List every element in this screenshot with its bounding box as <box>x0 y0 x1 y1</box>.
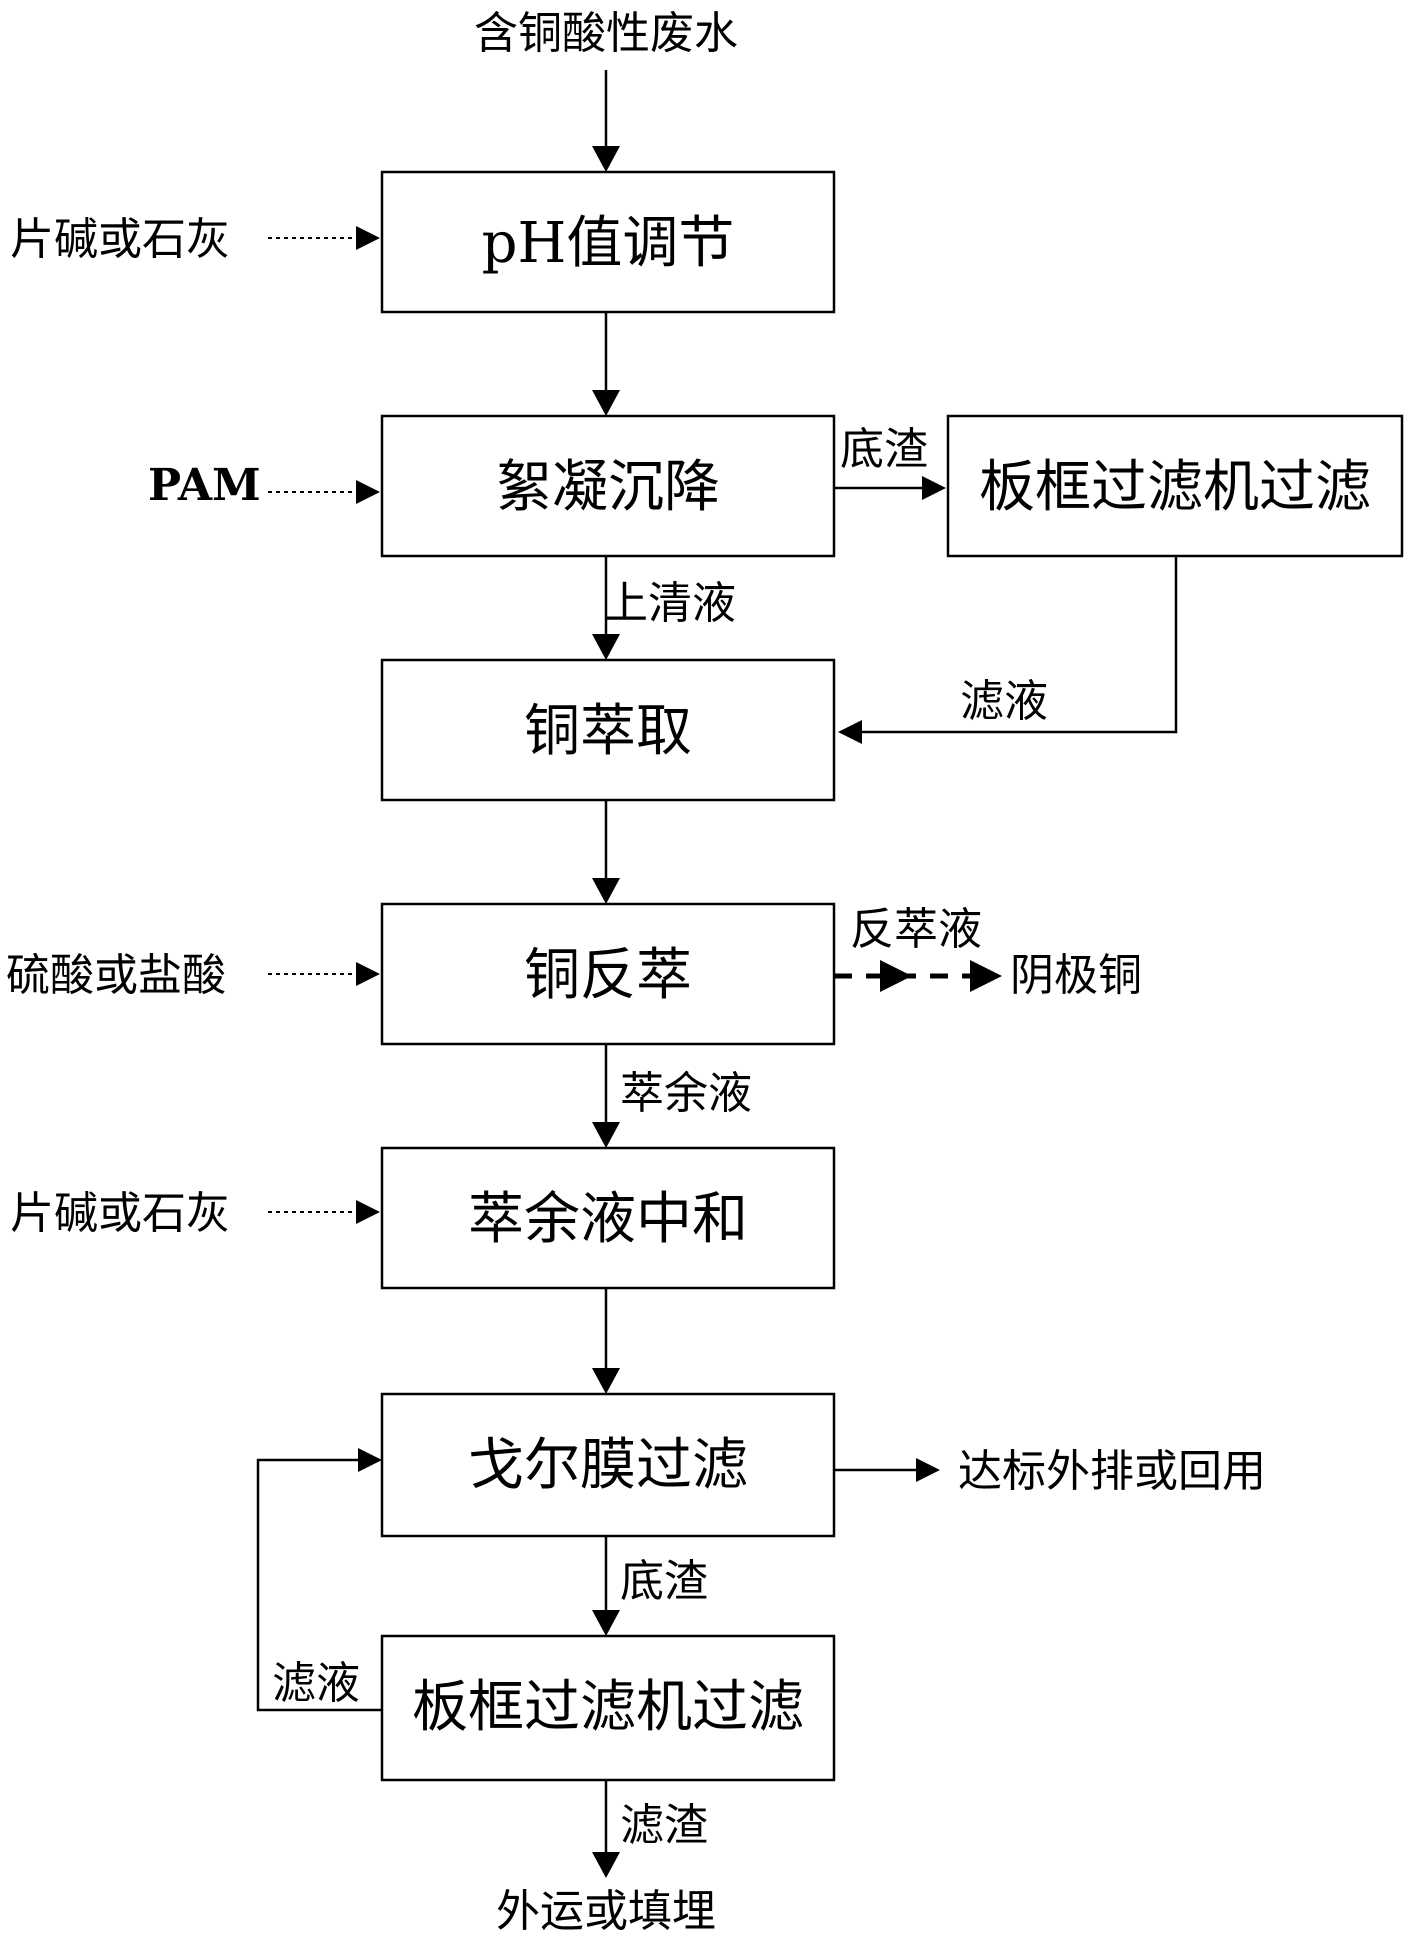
step-plate-filter-2-label: 板框过滤机过滤 <box>412 1675 804 1740</box>
input-caustic-lime-1-label: 片碱或石灰 <box>10 214 230 265</box>
arrowhead-icon <box>356 962 380 986</box>
input-pam-label: PAM <box>148 460 261 511</box>
arrowhead-icon <box>356 1200 380 1224</box>
flow-line-filter2-recycle <box>256 1458 382 1712</box>
step-copper-stripping-label: 铜反萃 <box>524 943 692 1008</box>
step-gore-membrane-filter: 戈尔膜过滤 <box>380 1392 836 1538</box>
flow-line-filter1-to-extraction <box>860 556 1178 734</box>
step-plate-filter-2: 板框过滤机过滤 <box>380 1634 836 1782</box>
arrowhead-icon <box>358 1448 382 1472</box>
arrowhead-icon <box>970 960 1002 992</box>
arrowhead-icon <box>880 960 912 992</box>
arrowhead-icon <box>592 1610 620 1636</box>
flow-label-sludge-2: 底渣 <box>620 1556 708 1607</box>
step-ph-adjust: pH值调节 <box>380 170 836 314</box>
arrowhead-icon <box>592 878 620 904</box>
flow-label-sludge-1: 底渣 <box>840 424 928 475</box>
output-discharge-reuse-label: 达标外排或回用 <box>958 1446 1266 1497</box>
flow-label-supernatant: 上清液 <box>604 578 736 629</box>
step-raffinate-neutralization: 萃余液中和 <box>380 1146 836 1290</box>
input-caustic-lime-2-label: 片碱或石灰 <box>10 1188 230 1239</box>
output-cathode-copper-label: 阴极铜 <box>1010 950 1142 1001</box>
arrowhead-icon <box>838 720 862 744</box>
output-disposal-label: 外运或填埋 <box>496 1886 716 1937</box>
flow-label-filter-residue: 滤渣 <box>620 1800 708 1851</box>
step-copper-stripping: 铜反萃 <box>380 902 836 1046</box>
arrowhead-icon <box>592 1122 620 1148</box>
arrowhead-icon <box>922 476 946 500</box>
step-flocculation-label: 絮凝沉降 <box>496 455 720 520</box>
flow-label-filtrate-1: 滤液 <box>960 676 1048 727</box>
step-raffinate-neutralization-label: 萃余液中和 <box>468 1187 748 1252</box>
flow-label-raffinate: 萃余液 <box>620 1068 752 1119</box>
arrowhead-icon <box>592 1368 620 1394</box>
arrowhead-icon <box>592 146 620 172</box>
arrowhead-icon <box>592 634 620 660</box>
input-acid-label: 硫酸或盐酸 <box>6 950 226 1001</box>
step-ph-adjust-label: pH值调节 <box>482 211 735 276</box>
arrowhead-icon <box>592 390 620 416</box>
arrowhead-icon <box>356 480 380 504</box>
input-wastewater-label: 含铜酸性废水 <box>474 8 738 59</box>
step-gore-membrane-filter-label: 戈尔膜过滤 <box>468 1433 748 1498</box>
step-plate-filter-1-label: 板框过滤机过滤 <box>979 455 1371 520</box>
flow-label-filtrate-2: 滤液 <box>272 1658 360 1709</box>
arrowhead-icon <box>916 1458 940 1482</box>
step-flocculation: 絮凝沉降 <box>380 414 836 558</box>
flow-label-strip-liquor: 反萃液 <box>850 904 982 955</box>
step-plate-filter-1: 板框过滤机过滤 <box>946 414 1404 558</box>
arrowhead-icon <box>356 226 380 250</box>
step-copper-extraction-label: 铜萃取 <box>524 699 692 764</box>
step-copper-extraction: 铜萃取 <box>380 658 836 802</box>
arrowhead-icon <box>592 1852 620 1878</box>
